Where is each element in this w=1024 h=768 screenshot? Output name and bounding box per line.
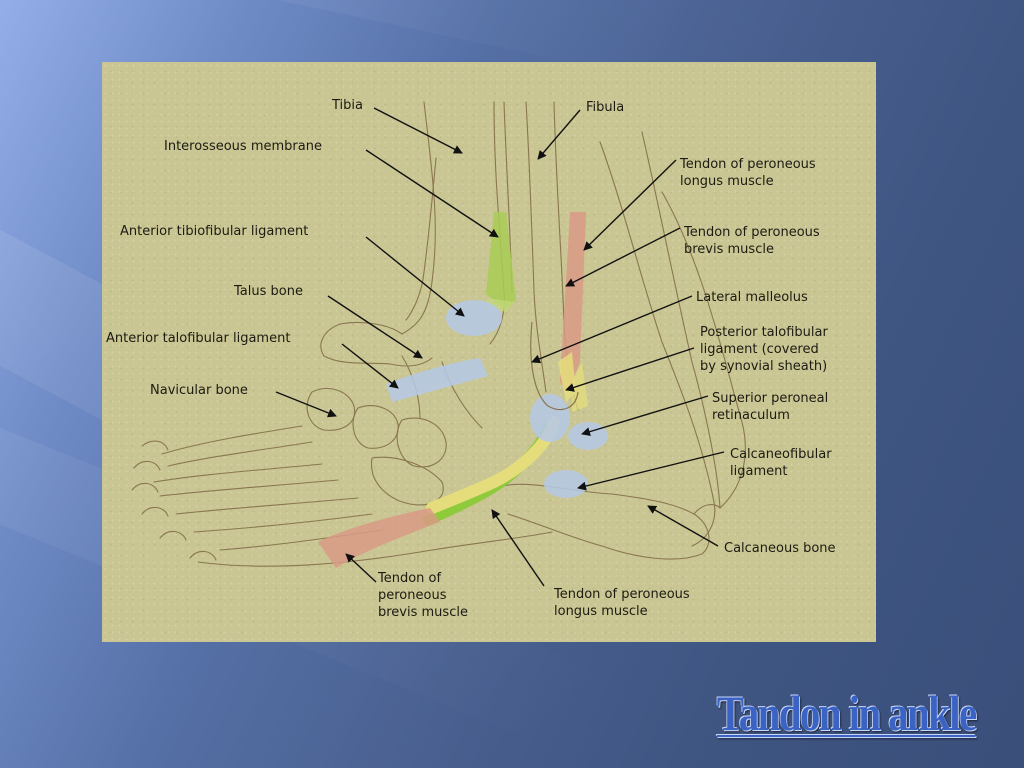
label-tendon-peroneus-brevis-lower: Tendon of peroneous brevis muscle (377, 571, 468, 620)
label-navicular-bone: Navicular bone (150, 383, 248, 398)
leader-lines (275, 107, 725, 587)
label-posterior-talofibular-ligament: Posterior talofibular ligament (covered … (700, 325, 832, 374)
leader-lateral-malleolus (531, 295, 693, 364)
leader-superior-peroneal-retinaculum (581, 395, 709, 436)
label-calcaneofibular-ligament: Calcaneofibular ligament (730, 447, 836, 479)
label-interosseous-membrane: Interosseous membrane (164, 139, 322, 154)
leader-tendon-peroneus-brevis-lower (345, 553, 377, 583)
label-fibula: Fibula (586, 100, 624, 115)
leader-talus-bone (327, 295, 423, 359)
leader-fibula (537, 109, 581, 160)
label-calcaneous-bone: Calcaneous bone (724, 541, 836, 556)
ankle-diagram: Tibia Fibula Interosseous membrane Tendo… (106, 98, 836, 620)
interosseous-membrane (484, 212, 516, 312)
label-lateral-malleolus: Lateral malleolus (696, 290, 808, 305)
peroneus-brevis-insertion (318, 508, 440, 568)
peroneus-brevis-tendon (426, 416, 560, 514)
figure-labels: Tibia Fibula Interosseous membrane Tendo… (106, 98, 836, 620)
label-tendon-peroneus-longus-lower: Tendon of peroneous longus muscle (553, 587, 694, 619)
label-tendon-peroneus-brevis-upper: Tendon of peroneous brevis muscle (683, 225, 824, 257)
leader-interosseous-membrane (365, 149, 499, 238)
lateral-malleolus (530, 321, 579, 411)
label-tibia: Tibia (331, 98, 363, 113)
leader-tendon-peroneus-brevis-upper (565, 227, 681, 287)
leader-calcaneous-bone (647, 505, 719, 547)
leader-navicular-bone (275, 391, 337, 418)
peroneus-tendons-in-leg (558, 212, 588, 412)
leader-tendon-peroneus-longus-lower (491, 509, 545, 587)
ankle-anatomy-figure: Tibia Fibula Interosseous membrane Tendo… (102, 62, 876, 642)
leader-calcaneofibular-ligament (577, 451, 725, 491)
label-anterior-talofibular-ligament: Anterior talofibular ligament (106, 331, 290, 346)
leader-posterior-talofibular-ligament (565, 347, 695, 392)
leader-anterior-talofibular-ligament (341, 343, 399, 389)
label-tendon-peroneus-longus-upper: Tendon of peroneous longus muscle (679, 157, 820, 189)
leader-anterior-tibiofibular-ligament (365, 236, 465, 317)
leader-tendon-peroneus-longus-upper (583, 159, 677, 251)
label-talus-bone: Talus bone (233, 284, 303, 299)
label-anterior-tibiofibular-ligament: Anterior tibiofibular ligament (120, 224, 308, 239)
label-superior-peroneal-retinaculum: Superior peroneal retinaculum (712, 391, 832, 423)
slide-title: Tandon in ankle (717, 685, 977, 741)
leader-tibia (373, 107, 463, 154)
